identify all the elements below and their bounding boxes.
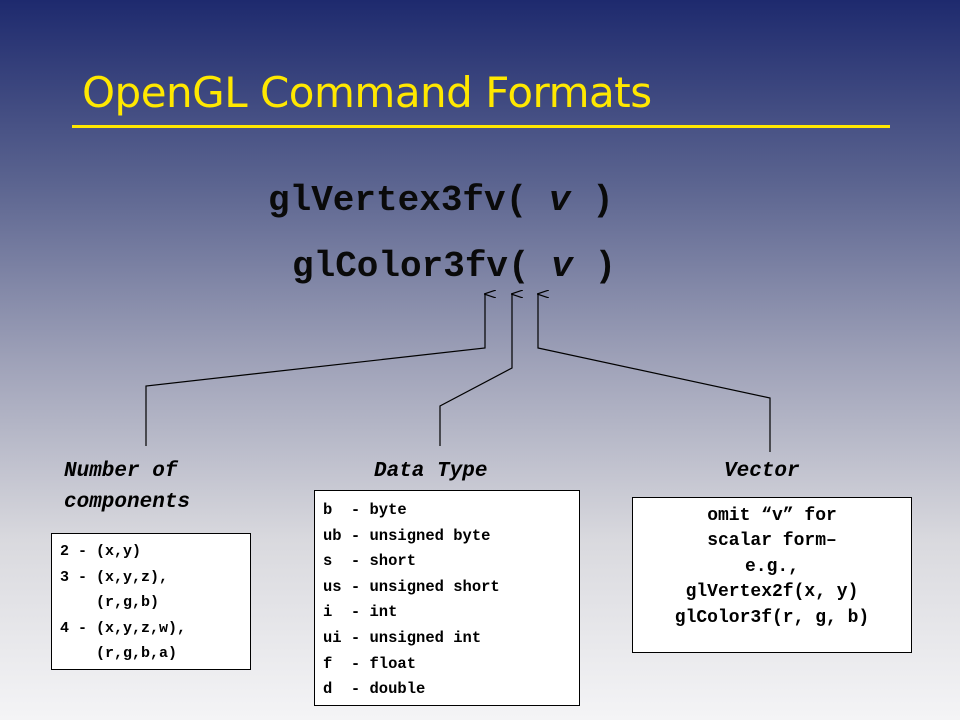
list-item: ui - unsigned int (323, 628, 482, 647)
list-item: d - double (323, 680, 426, 699)
vector-text-line: glColor3f(r, g, b) (674, 607, 870, 628)
title-underline (72, 125, 890, 128)
arrow-components (145, 294, 485, 446)
datatype-box: b - byte ub - unsigned byte s - short us… (314, 490, 580, 706)
components-box: 2 - (x,y) 3 - (x,y,z), (r,g,b) 4 - (x,y,… (51, 533, 251, 670)
list-item: 2 - (x,y) (60, 543, 142, 560)
command-suffix: ) (572, 246, 617, 287)
list-item: 3 - (x,y,z), (60, 568, 169, 586)
command-prefix: glColor3fv( (292, 246, 552, 287)
command-prefix: glVertex3fv( (268, 180, 549, 221)
vector-text-line: omit “v” for (707, 506, 837, 526)
label-data-type: Data Type (374, 460, 488, 483)
list-item: (r,g,b) (60, 594, 160, 611)
vector-box: omit “v” for scalar form– e.g., glVertex… (632, 497, 912, 653)
label-vector: Vector (724, 460, 800, 483)
command-glvertex: glVertex3fv( v ) (268, 180, 614, 221)
list-item: (r,g,b,a) (60, 645, 178, 662)
command-arg: v (551, 246, 573, 287)
list-item: f - float (323, 654, 417, 673)
list-item: b - byte (323, 501, 407, 519)
slide-title: OpenGL Command Formats (82, 68, 652, 117)
list-item: s - short (323, 552, 417, 571)
vector-text-line: scalar form– (707, 531, 837, 552)
command-suffix: ) (570, 180, 614, 221)
label-number-of-components: Number of components (64, 460, 191, 514)
vector-text-line: e.g., (744, 556, 799, 577)
list-item: ub - unsigned byte (323, 526, 491, 545)
command-glcolor: glColor3fv( v ) (292, 246, 616, 287)
arrow-datatype (439, 294, 512, 446)
arrow-vector (538, 294, 771, 452)
list-item: 4 - (x,y,z,w), (60, 619, 187, 637)
list-item: i - int (323, 603, 398, 622)
command-arg: v (548, 180, 571, 221)
list-item: us - unsigned short (323, 577, 500, 596)
vector-text-line: glVertex2f(x, y) (685, 582, 859, 603)
